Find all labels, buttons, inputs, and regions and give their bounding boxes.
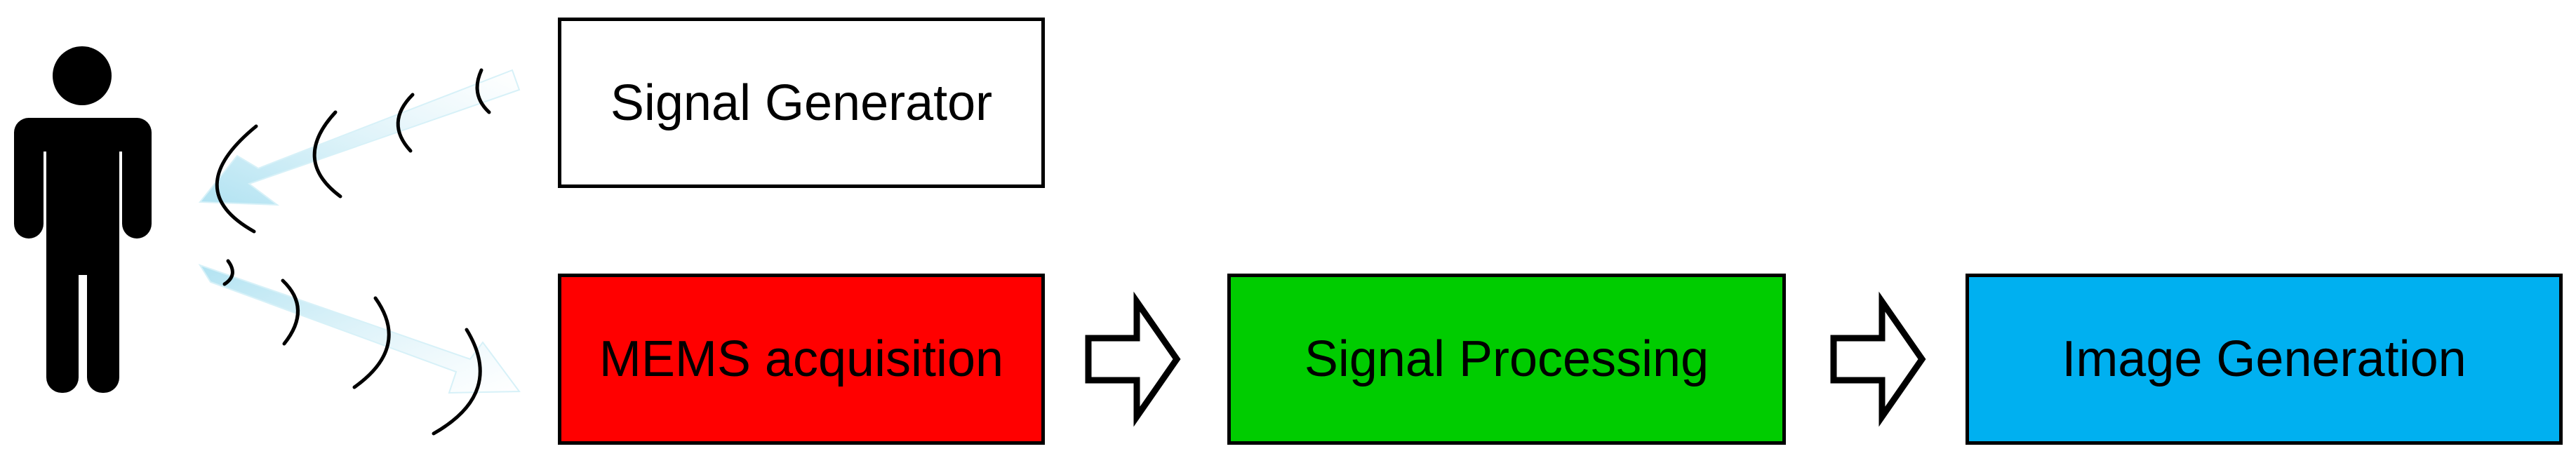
signal-processing-label: Signal Processing [1304,331,1709,387]
person-icon [14,46,152,393]
image-generation-box: Image Generation [1966,274,2563,445]
receive-wave-icon [198,259,521,436]
flow-arrow-icon [1085,291,1181,427]
image-generation-label: Image Generation [2062,331,2467,387]
signal-generator-box: Signal Generator [558,18,1045,188]
signal-processing-box: Signal Processing [1227,274,1786,445]
mems-acquisition-label: MEMS acquisition [599,331,1004,387]
mems-acquisition-box: MEMS acquisition [558,274,1045,445]
signal-generator-label: Signal Generator [610,74,993,131]
transmit-wave-icon [198,68,521,234]
flow-arrow-icon [1830,291,1926,427]
